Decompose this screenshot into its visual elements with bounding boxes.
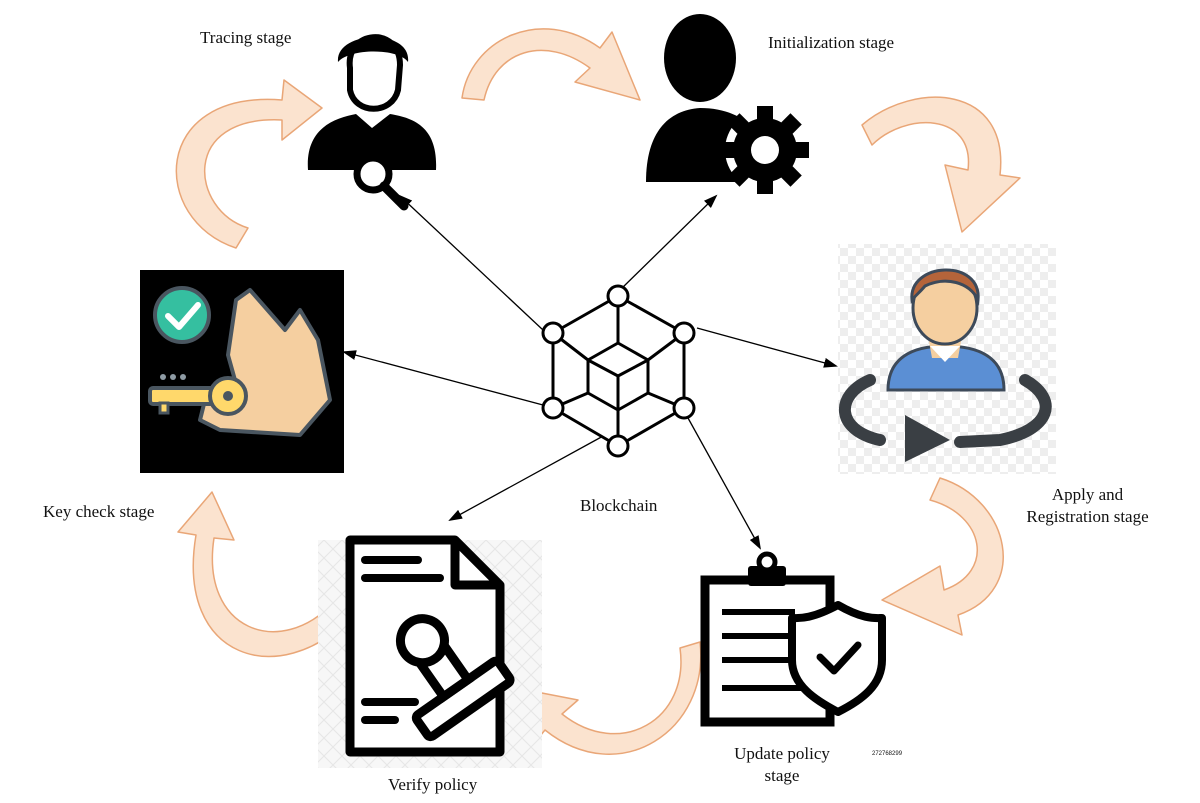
hand-key-check-icon	[140, 270, 344, 473]
stage-label-initialization: Initialization stage	[768, 33, 895, 52]
connector-to-verify	[448, 434, 606, 521]
user-rotate-icon	[838, 244, 1056, 474]
stage-label-tracing: Tracing stage	[200, 28, 292, 47]
connector-to-init	[619, 194, 718, 291]
stage-label-update-line2: stage	[764, 766, 800, 785]
stage-label-keycheck: Key check stage	[43, 502, 155, 521]
cycle-arrow-init-to-apply	[861, 96, 1021, 233]
cycle-arrow-tracing-to-init	[461, 28, 641, 101]
connectors	[342, 194, 838, 550]
document-stamp-icon	[318, 535, 542, 768]
stage-label-apply-line1: Apply and	[1051, 485, 1124, 504]
stage-label-apply-line2: Registration stage	[1026, 507, 1149, 526]
cycle-arrows	[175, 28, 1021, 755]
cycle-arrow-keycheck-to-tracing	[175, 79, 323, 249]
blockchain-cube-icon	[541, 284, 696, 458]
center-label-blockchain: Blockchain	[580, 496, 658, 515]
cycle-arrow-update-to-verify	[515, 641, 702, 755]
user-search-icon	[307, 34, 437, 211]
stage-label-update: Update policy stage	[720, 743, 844, 787]
user-gear-icon	[646, 14, 809, 194]
clipboard-shield-icon	[700, 551, 886, 727]
cycle-arrow-apply-to-update	[881, 477, 1004, 636]
stock-id-label: 272768299	[872, 751, 903, 757]
connector-to-update	[687, 417, 761, 550]
connector-to-apply	[696, 327, 838, 368]
connector-to-tracing	[398, 194, 544, 331]
stage-label-update-line1: Update policy	[734, 744, 830, 763]
cycle-arrow-verify-to-keycheck	[177, 491, 351, 658]
stage-label-verify: Verify policy	[388, 775, 478, 794]
connector-to-keycheck	[342, 350, 544, 406]
stage-label-apply: Apply and Registration stage	[1020, 484, 1155, 528]
